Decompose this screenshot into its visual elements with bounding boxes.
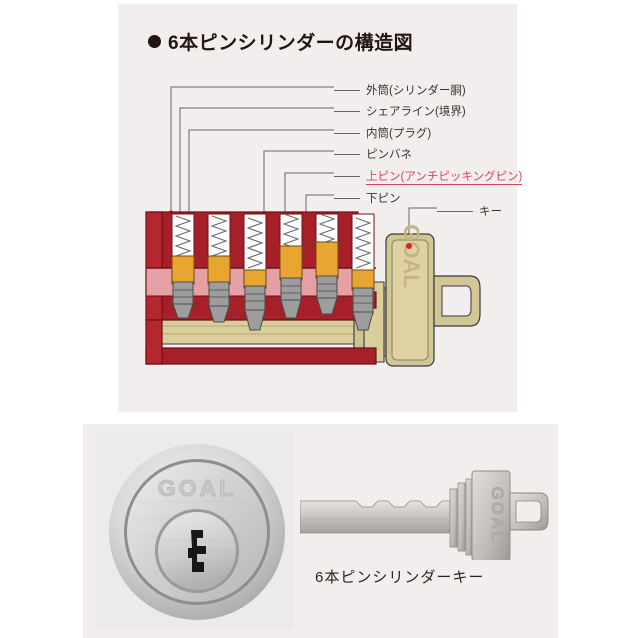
cylinder-cutaway-diagram: GOAL <box>145 211 481 367</box>
callout-inner-plug: 内筒(プラグ) <box>334 125 431 141</box>
pin-chamber <box>279 213 303 319</box>
callout-shear-line: シェアライン(境界) <box>334 103 466 119</box>
key-blade <box>300 500 451 534</box>
cylinder-face-photo: GOAL <box>96 432 294 630</box>
callout-upper-pin: 上ピン(アンチピッキングピン) <box>334 168 523 185</box>
key-photo-caption: 6本ピンシリンダーキー <box>315 569 485 586</box>
key-bow: GOAL <box>385 224 481 367</box>
pin-chambers <box>171 213 375 331</box>
callout-label: ピンバネ <box>366 149 412 161</box>
key-photo: GOAL <box>300 470 549 560</box>
pin-chamber <box>243 213 267 331</box>
key-marker-dot <box>406 243 412 249</box>
callout-outer-cylinder: 外筒(シリンダー胴) <box>334 82 466 98</box>
pin-chamber <box>207 213 231 323</box>
callout-label: 下ピン <box>366 193 401 205</box>
pin-chamber <box>171 213 195 319</box>
callout-pin-spring: ピンバネ <box>334 146 412 162</box>
callout-dash <box>334 110 360 112</box>
page-title-text: 6本ピンシリンダーの構造図 <box>168 33 414 54</box>
callout-dash <box>334 89 360 91</box>
callout-dash <box>437 210 473 212</box>
callout-label: キー <box>479 206 502 218</box>
cylinder-base-nose <box>145 319 163 365</box>
bullet-icon <box>148 35 161 48</box>
key-photo-brand: GOAL <box>488 486 507 543</box>
callout-lower-pin: 下ピン <box>334 190 401 206</box>
callout-label: 上ピン(アンチピッキングピン) <box>366 168 523 185</box>
callout-dash <box>334 176 360 177</box>
cylinder-face-brand: GOAL <box>158 475 236 501</box>
callout-label: 内筒(プラグ) <box>366 128 432 140</box>
callout-dash <box>334 197 360 199</box>
callout-label: シェアライン(境界) <box>366 106 466 118</box>
pin-chamber <box>315 213 339 315</box>
callout-dash <box>334 132 360 134</box>
page-title: 6本ピンシリンダーの構造図 <box>148 28 413 55</box>
keyway-slot <box>188 530 206 572</box>
key-bow-brand: GOAL <box>399 224 424 288</box>
callout-label: 外筒(シリンダー胴) <box>366 85 466 97</box>
cylinder-base <box>145 347 377 365</box>
pin-chamber <box>351 213 375 331</box>
callout-dash <box>334 153 360 155</box>
callout-key: キー <box>437 203 502 219</box>
